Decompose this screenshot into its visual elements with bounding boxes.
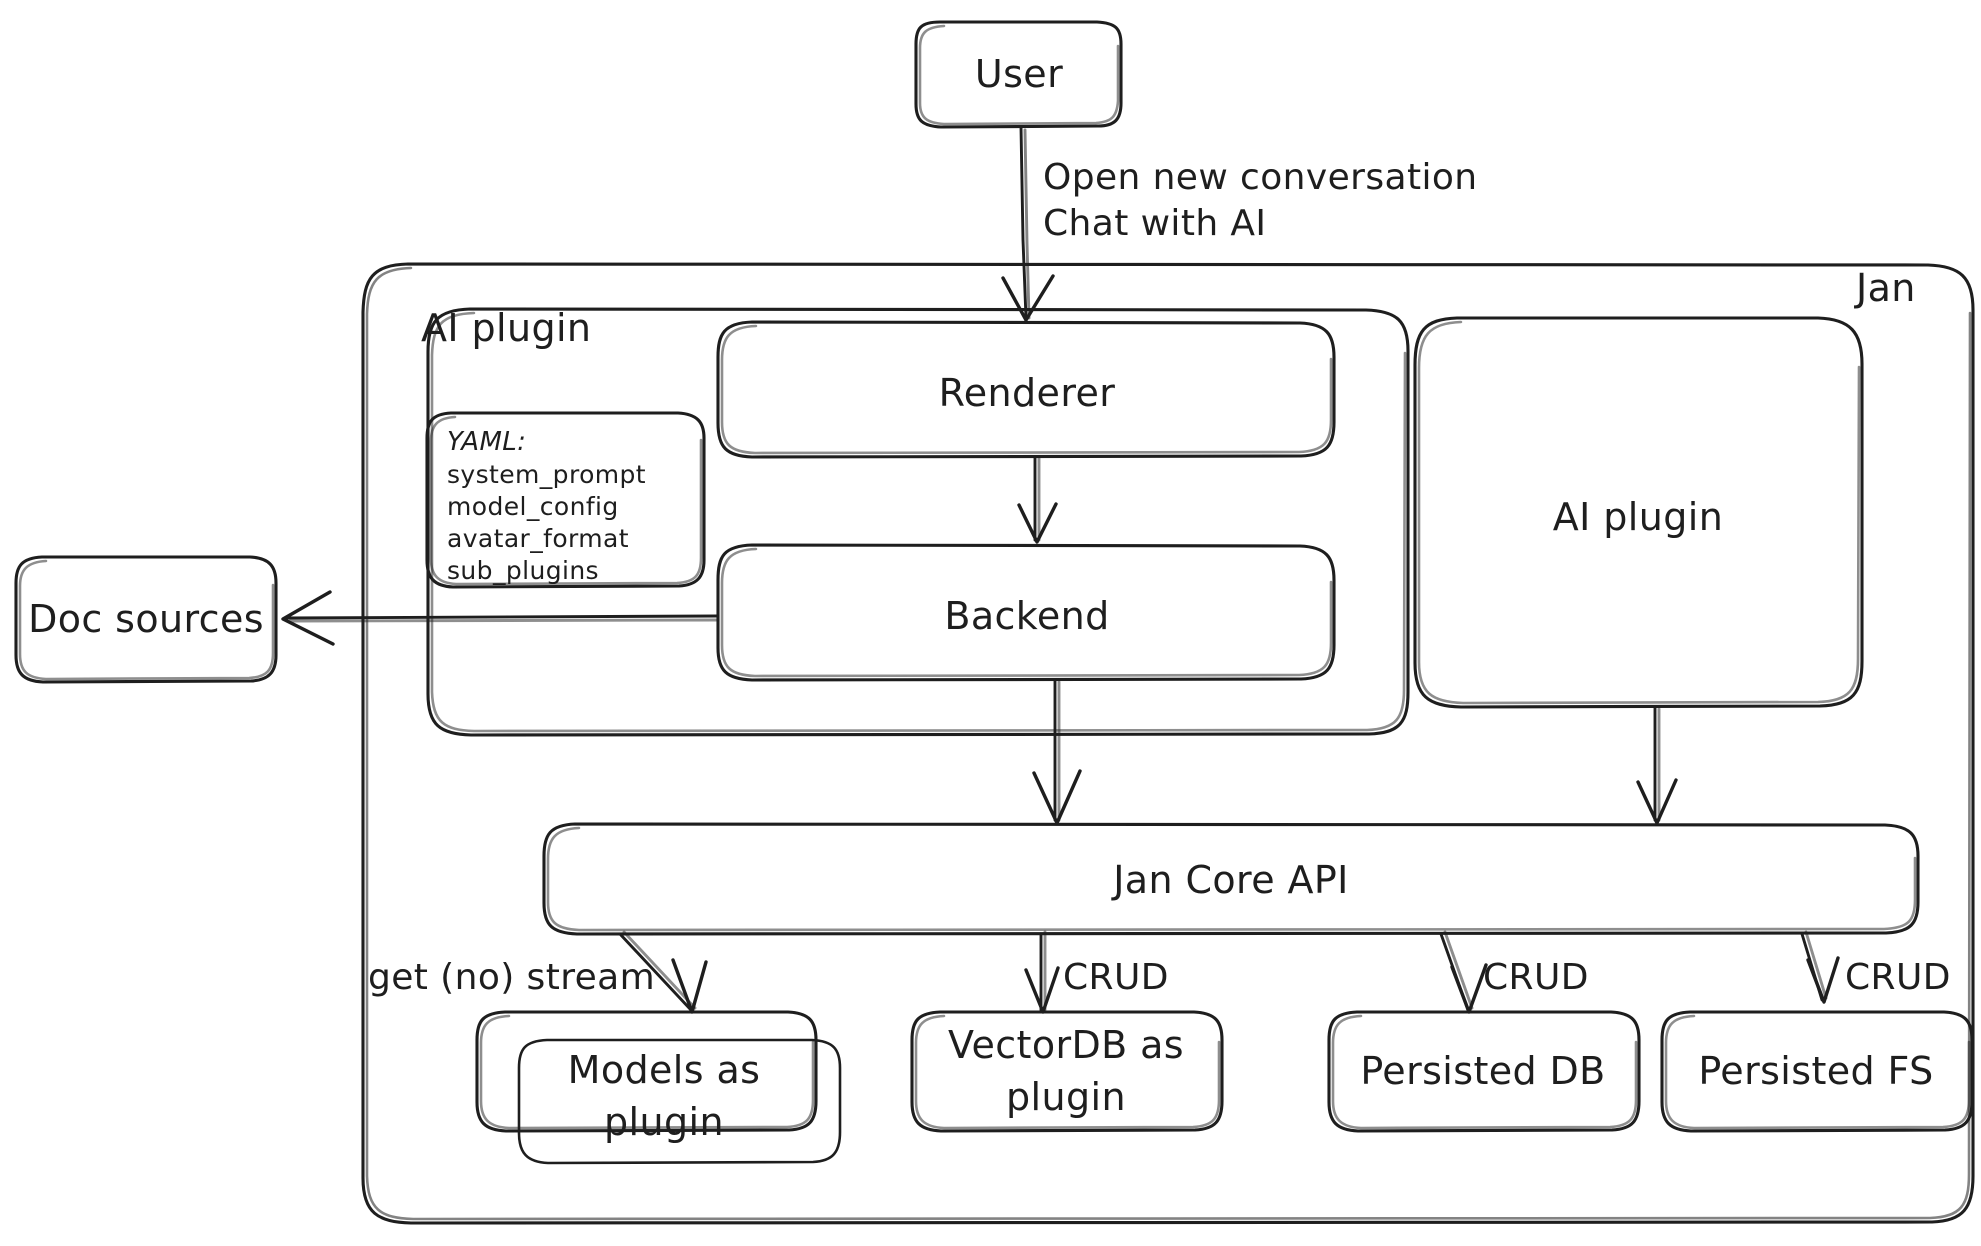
node-vectordb-plugin[interactable]: VectorDB as plugin	[910, 1010, 1224, 1133]
edge-core-api-to-persisted-db: CRUD	[1439, 930, 1589, 1014]
edge-core-api-to-persisted-fs: CRUD	[1800, 930, 1951, 1004]
edge-user-to-renderer-label-line1: Open new conversation	[1043, 157, 1478, 198]
edge-user-to-renderer: Open new conversation Chat with AI	[1001, 125, 1478, 322]
node-renderer[interactable]: Renderer	[716, 320, 1336, 459]
node-persisted-fs[interactable]: Persisted FS	[1660, 1010, 1974, 1133]
node-doc-sources-label: Doc sources	[28, 597, 264, 641]
node-backend-label: Backend	[944, 594, 1109, 638]
edge-ai-plugin-to-core-api	[1636, 705, 1678, 825]
edge-backend-to-doc-sources	[281, 590, 720, 646]
edge-core-api-to-persisted-fs-label: CRUD	[1845, 957, 1951, 998]
edge-renderer-to-backend	[1017, 455, 1058, 544]
node-persisted-db[interactable]: Persisted DB	[1327, 1010, 1641, 1133]
container-jan-label: Jan	[1854, 266, 1916, 310]
edge-core-api-to-models: get (no) stream	[368, 930, 708, 1014]
yaml-note-key-0: system_prompt	[447, 460, 646, 489]
edge-core-api-to-models-label: get (no) stream	[368, 957, 655, 998]
node-user-label: User	[975, 52, 1063, 96]
node-ai-plugin-box[interactable]: AI plugin	[1413, 316, 1864, 709]
node-persisted-db-label: Persisted DB	[1360, 1049, 1605, 1093]
yaml-note-heading: YAML:	[447, 427, 526, 457]
yaml-note-box: YAML: system_prompt model_config avatar_…	[425, 411, 706, 589]
yaml-note-key-3: sub_plugins	[447, 556, 599, 585]
container-jan: Jan	[361, 262, 1975, 1225]
node-doc-sources[interactable]: Doc sources	[14, 555, 278, 684]
node-user[interactable]: User	[914, 20, 1123, 129]
edge-backend-to-core-api	[1032, 678, 1082, 825]
edge-user-to-renderer-label-line2: Chat with AI	[1043, 203, 1266, 244]
node-backend[interactable]: Backend	[716, 543, 1336, 682]
edge-core-api-to-vectordb-label: CRUD	[1063, 957, 1169, 998]
yaml-note-key-1: model_config	[447, 492, 619, 521]
node-vectordb-plugin-label-line1: VectorDB as	[948, 1023, 1184, 1067]
node-ai-plugin-box-label: AI plugin	[1553, 495, 1723, 539]
container-ai-plugin-group-label: AI plugin	[421, 306, 591, 350]
node-persisted-fs-label: Persisted FS	[1698, 1049, 1933, 1093]
node-jan-core-api[interactable]: Jan Core API	[542, 822, 1920, 936]
node-renderer-label: Renderer	[939, 371, 1116, 415]
node-models-plugin[interactable]: Models as plugin	[475, 1010, 842, 1165]
container-ai-plugin-group: AI plugin	[421, 306, 1410, 737]
node-models-plugin-label-line1: Models as	[568, 1048, 761, 1092]
yaml-note-key-2: avatar_format	[447, 524, 629, 553]
node-jan-core-api-label: Jan Core API	[1111, 858, 1349, 902]
node-models-plugin-label-line2: plugin	[604, 1100, 724, 1144]
edge-core-api-to-vectordb: CRUD	[1024, 930, 1169, 1014]
edge-core-api-to-persisted-db-label: CRUD	[1483, 957, 1589, 998]
node-vectordb-plugin-label-line2: plugin	[1006, 1075, 1126, 1119]
